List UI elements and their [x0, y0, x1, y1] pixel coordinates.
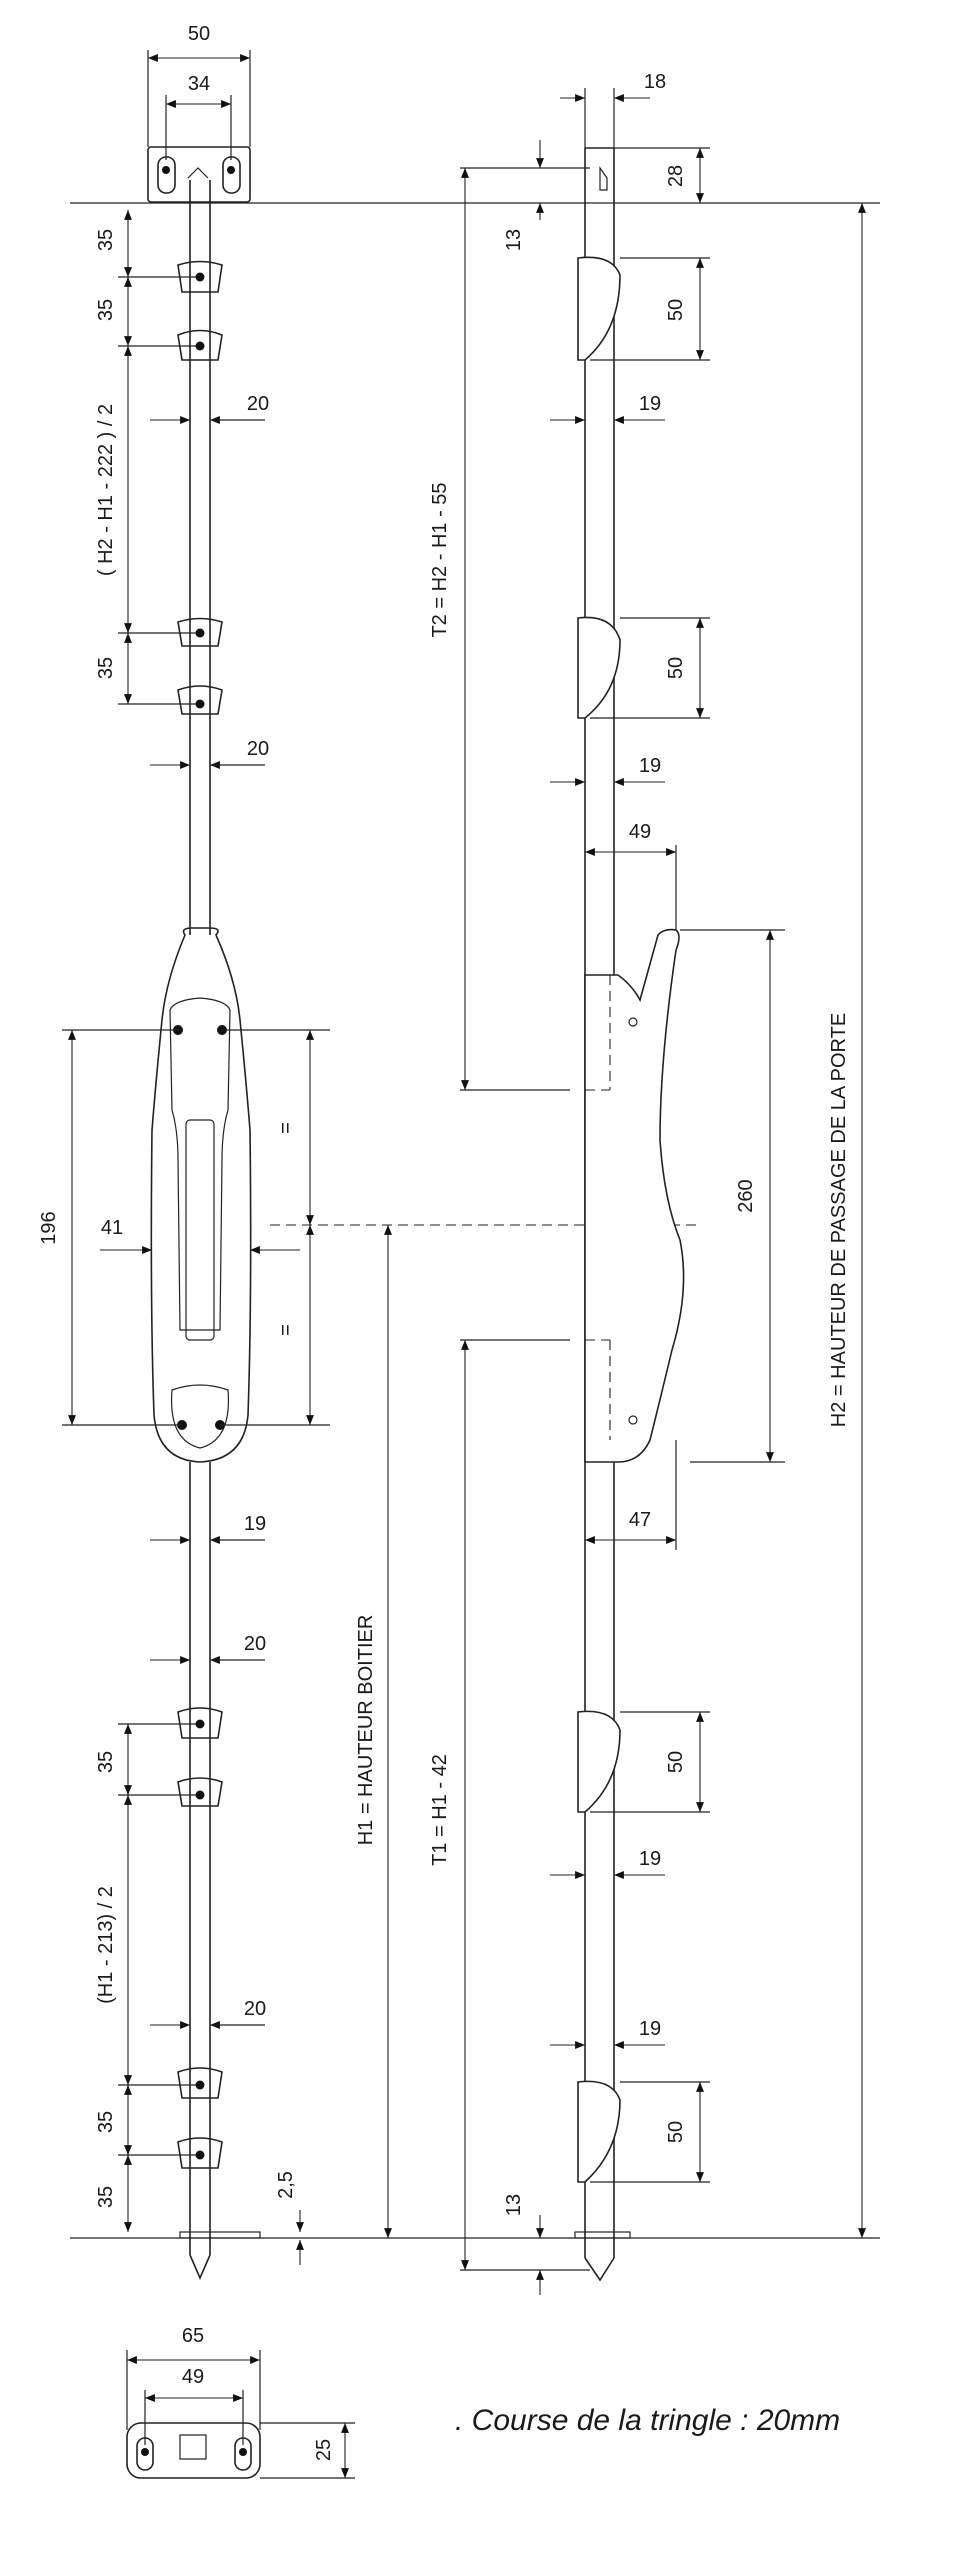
handle-side — [584, 928, 685, 1463]
label-t1: T1 = H1 - 42 — [429, 1754, 451, 1866]
dim-equal-top: = — [275, 1122, 297, 1134]
height-dimensions: H1 = HAUTEUR BOITIER T2 = H2 - H1 - 55 T… — [355, 167, 866, 2271]
dim-side-top-gap: 13 — [503, 229, 525, 251]
hook-3 — [577, 1710, 621, 1813]
dim-rod-19-below-handle: 19 — [244, 1513, 266, 1535]
side-dimensions: 18 28 13 50 19 50 19 49 260 — [503, 71, 785, 2295]
hook-1 — [577, 256, 621, 361]
label-t2: T2 = H2 - H1 - 55 — [429, 482, 451, 637]
reference-lines — [70, 202, 880, 2239]
dim-keeper-bottom-height: 25 — [313, 2439, 335, 2461]
upper-rod — [177, 180, 223, 935]
dim-upper-pitch-b: 35 — [95, 299, 117, 321]
dim-equal-bottom: = — [275, 1324, 297, 1336]
dim-handle-projection: 49 — [629, 821, 651, 843]
dim-side-top-width: 18 — [644, 71, 666, 93]
side-view — [574, 147, 685, 2282]
hook-4 — [577, 2080, 621, 2183]
dim-hook-1-length: 50 — [665, 299, 687, 321]
dim-upper-rod-20-a: 20 — [247, 393, 269, 415]
dim-handle-base: 47 — [629, 1509, 651, 1531]
dim-lower-rod-20-a: 20 — [244, 1633, 266, 1655]
dim-lower-rod-20-b: 20 — [244, 1998, 266, 2020]
top-keeper — [147, 146, 251, 203]
stroke-note: . Course de la tringle : 20mm — [455, 2404, 840, 2437]
dim-keeper-top-holes: 34 — [188, 73, 210, 95]
label-h1: H1 = HAUTEUR BOITIER — [355, 1615, 377, 1846]
dim-upper-rod-20-b: 20 — [247, 738, 269, 760]
dim-handle-fixings: 196 — [38, 1211, 60, 1244]
dim-hook-2-offset: 19 — [639, 755, 661, 777]
dim-lower-pitch-a: 35 — [95, 1751, 117, 1773]
dim-lower-formula: (H1 - 213) / 2 — [95, 1886, 117, 2004]
dim-side-top-height: 28 — [665, 165, 687, 187]
dim-upper-pitch-c: 35 — [95, 657, 117, 679]
dim-hook-4-offset: 19 — [639, 2018, 661, 2040]
dim-lower-pitch-c: 35 — [95, 2186, 117, 2208]
hook-2 — [577, 616, 621, 719]
dim-upper-formula: ( H2 - H1 - 222 ) / 2 — [95, 404, 117, 576]
handle-front — [150, 927, 252, 1463]
dim-keeper-top-width: 50 — [188, 23, 210, 45]
dim-handle-width: 41 — [101, 1217, 123, 1239]
dim-hook-3-offset: 19 — [639, 1848, 661, 1870]
dim-side-bottom-gap: 13 — [503, 2194, 525, 2216]
dim-hook-4-length: 50 — [665, 2121, 687, 2143]
bottom-keeper — [126, 2422, 261, 2479]
lower-rod — [177, 1462, 261, 2281]
label-h2: H2 = HAUTEUR DE PASSAGE DE LA PORTE — [828, 1013, 850, 1427]
dim-hook-1-offset: 19 — [639, 393, 661, 415]
dim-hook-2-length: 50 — [665, 657, 687, 679]
front-view — [126, 146, 261, 2479]
front-dimensions: 50 34 35 35 ( H2 - H1 - 222 ) / 2 35 20 … — [38, 23, 355, 2479]
dim-keeper-bottom-width: 65 — [182, 2325, 204, 2347]
dim-lower-pitch-b: 35 — [95, 2111, 117, 2133]
dim-handle-length: 260 — [735, 1179, 757, 1212]
dim-hook-3-length: 50 — [665, 1751, 687, 1773]
dim-rod-end-offset: 2,5 — [275, 2171, 297, 2199]
dim-keeper-bottom-holes: 49 — [182, 2366, 204, 2388]
dim-upper-pitch-a: 35 — [95, 229, 117, 251]
